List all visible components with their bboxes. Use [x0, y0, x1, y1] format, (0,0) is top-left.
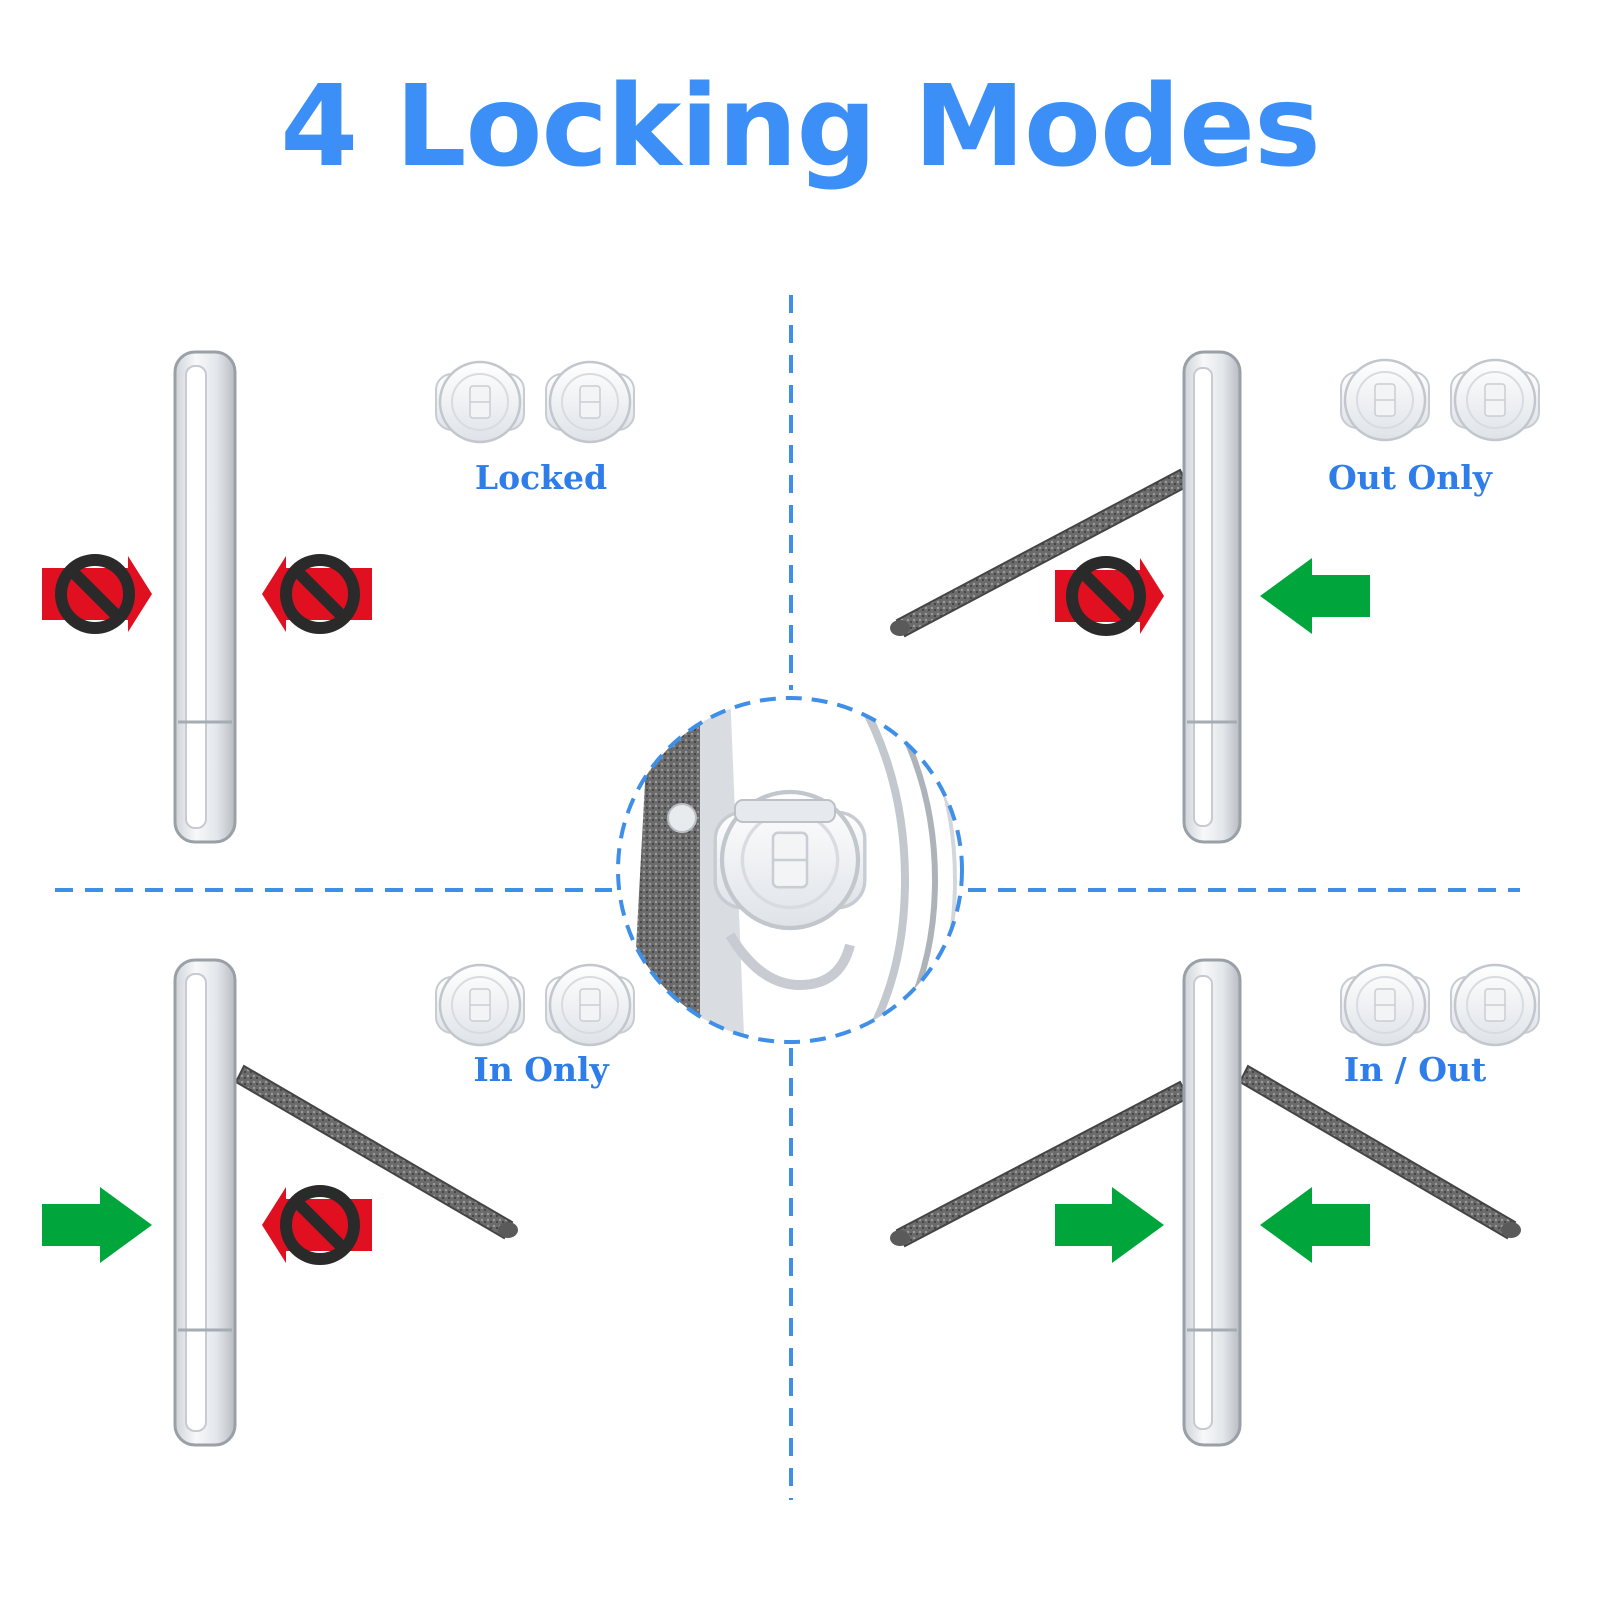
- green-arrow-icon: [1260, 1187, 1370, 1263]
- mode-label-locked: Locked: [474, 458, 608, 497]
- prohibited-arrow-icon: [1055, 556, 1164, 636]
- phone-side-view: [1182, 958, 1242, 1447]
- green-arrow-icon: [1260, 558, 1370, 634]
- quadrant-in-out: [890, 958, 1541, 1447]
- quadrant-in-only: [42, 958, 636, 1447]
- quadrant-locked: [42, 350, 636, 844]
- phone-side-view: [173, 350, 237, 844]
- mode-label-out-only: Out Only: [1328, 458, 1492, 497]
- magnifier-dashed-ring: [616, 696, 964, 1044]
- phone-side-view: [1182, 350, 1242, 844]
- kickstand: [234, 1064, 518, 1240]
- kickstand-right: [1238, 1064, 1521, 1240]
- green-arrow-icon: [42, 1187, 152, 1263]
- quadrant-out-only: [890, 350, 1541, 844]
- phone-side-view: [173, 958, 237, 1447]
- clip-pair: [1339, 963, 1541, 1047]
- clip-pair: [1339, 358, 1541, 442]
- magnified-detail: [616, 696, 964, 1044]
- prohibited-arrow-icon: [262, 554, 372, 634]
- mode-label-in-only: In Only: [473, 1050, 609, 1089]
- mode-label-in-out: In / Out: [1343, 1050, 1487, 1089]
- prohibited-arrow-icon: [262, 1185, 372, 1265]
- green-arrow-icon: [1055, 1187, 1164, 1263]
- clip-pair: [434, 963, 636, 1047]
- clip-pair: [434, 360, 636, 444]
- page-title: 4 Locking Modes: [280, 62, 1321, 192]
- prohibited-arrow-icon: [42, 554, 152, 634]
- dashed-dividers: [55, 295, 1520, 1500]
